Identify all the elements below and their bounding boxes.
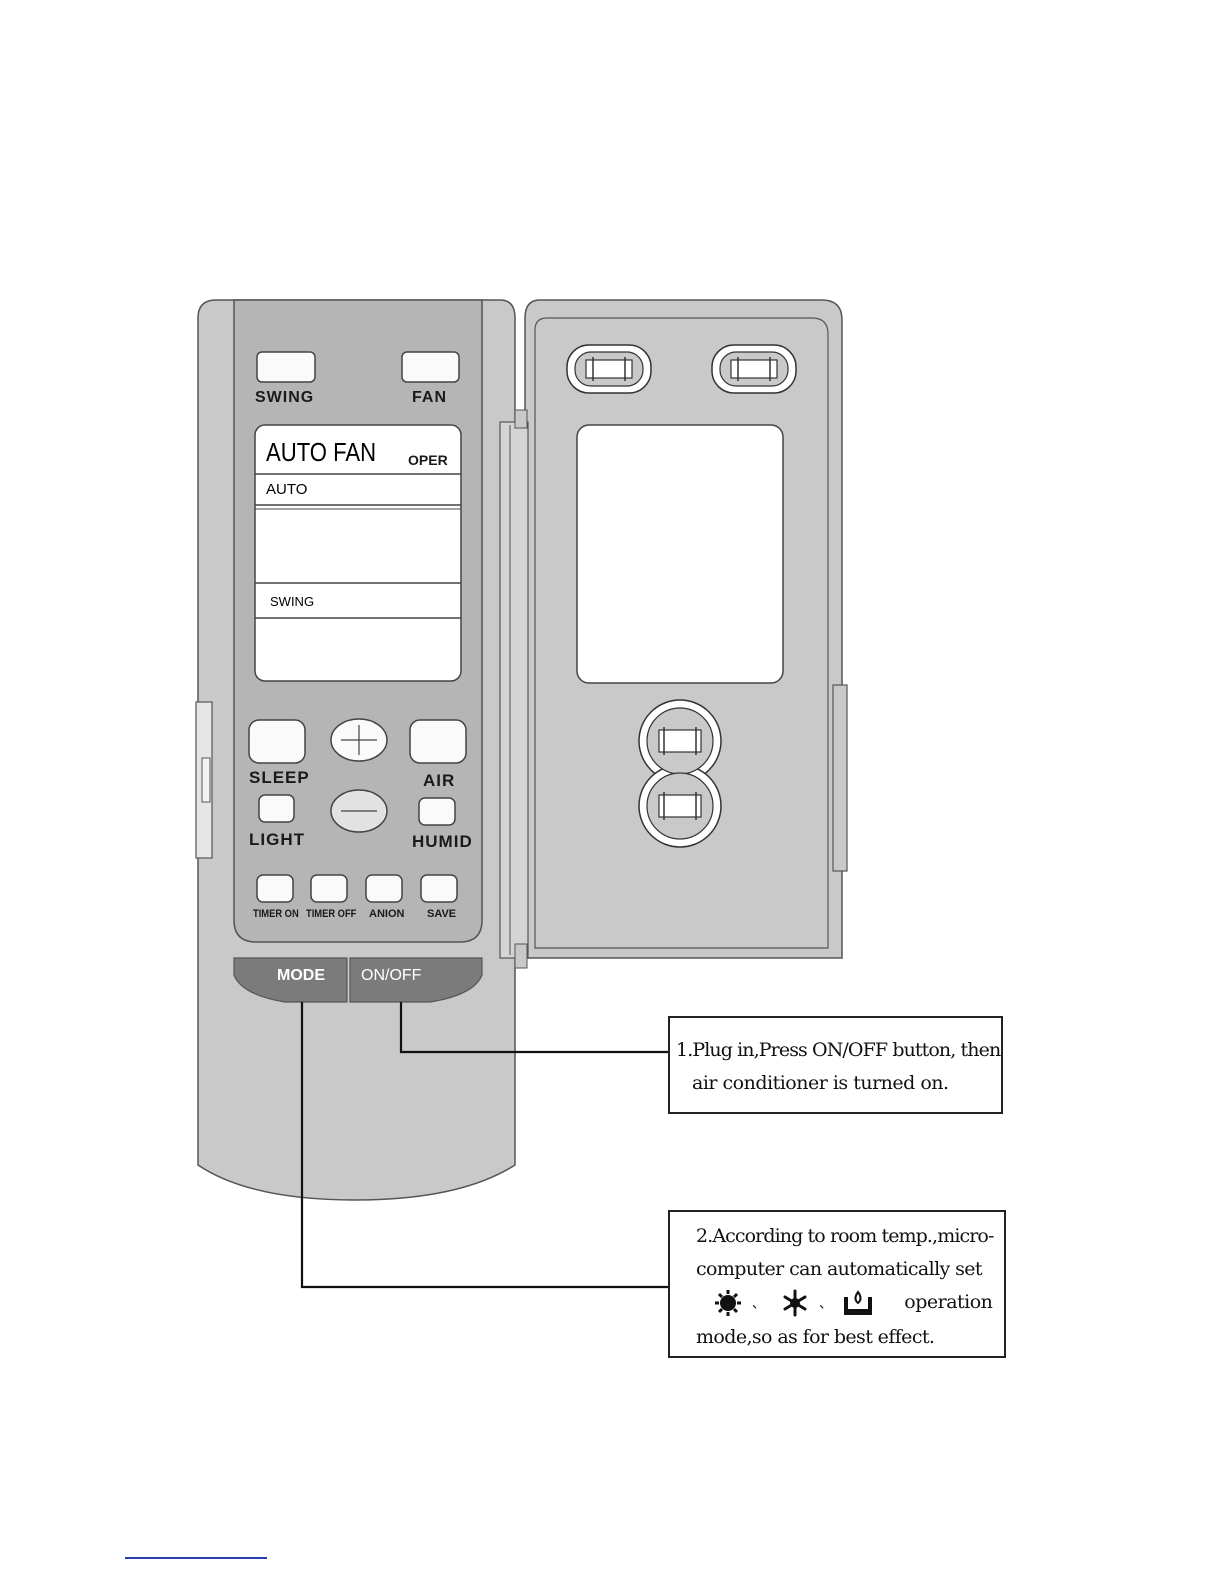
fan-label: FAN: [412, 389, 447, 407]
sun-heat-icon: [710, 1289, 746, 1317]
sep-2: 、: [819, 1297, 832, 1312]
timer-off-label: TIMER OFF: [306, 908, 365, 920]
air-button[interactable]: [410, 720, 466, 763]
callout-onoff-line1: 1.Plug in,Press ON/OFF button, then: [676, 1034, 1001, 1067]
callout-mode-line3: 、 、 operation: [696, 1286, 1004, 1321]
light-label: LIGHT: [249, 830, 305, 850]
callout-mode-line3-tail: operation: [904, 1291, 992, 1313]
callout-onoff: 1.Plug in,Press ON/OFF button, then air …: [668, 1016, 1003, 1114]
hinge: [500, 422, 528, 958]
lcd-oper-text: OPER: [408, 452, 448, 468]
humid-label: HUMID: [412, 832, 473, 852]
timer-on-text: TIMER ON: [253, 908, 299, 920]
sep-1: 、: [752, 1297, 765, 1312]
footer-rule: [125, 1557, 267, 1559]
timer-on-label: TIMER ON: [253, 908, 307, 920]
air-label: AIR: [423, 771, 455, 791]
callout-mode-line2: computer can automatically set: [696, 1253, 1004, 1286]
clip-right: [712, 345, 796, 393]
mode-label: MODE: [277, 967, 325, 985]
light-button[interactable]: [259, 795, 294, 822]
sleep-label: SLEEP: [249, 768, 310, 788]
lcd-mode-text: AUTO FAN: [266, 437, 376, 468]
dehumidify-icon: [840, 1289, 876, 1317]
swing-label: SWING: [255, 389, 314, 407]
anion-button[interactable]: [366, 875, 402, 902]
fan-button[interactable]: [402, 352, 459, 382]
lcd-swing-text: SWING: [270, 594, 314, 609]
humid-button[interactable]: [419, 798, 455, 825]
callout-mode-line1: 2.According to room temp.,micro-: [696, 1220, 1004, 1253]
timer-off-text: TIMER OFF: [306, 908, 356, 920]
save-label: SAVE: [427, 908, 456, 920]
cover-window: [577, 425, 783, 683]
sleep-button[interactable]: [249, 720, 305, 763]
swing-button[interactable]: [257, 352, 315, 382]
timer-on-button[interactable]: [257, 875, 293, 902]
anion-label: ANION: [369, 908, 404, 920]
clip-left: [567, 345, 651, 393]
snowflake-cool-icon: [777, 1289, 813, 1317]
timer-off-button[interactable]: [311, 875, 347, 902]
callout-mode: 2.According to room temp.,micro- compute…: [668, 1210, 1006, 1358]
callout-mode-line4: mode,so as for best effect.: [696, 1321, 1004, 1354]
lcd-auto-text: AUTO: [266, 481, 307, 498]
onoff-label: ON/OFF: [361, 967, 421, 985]
save-button[interactable]: [421, 875, 457, 902]
callout-onoff-line2: air conditioner is turned on.: [676, 1067, 1001, 1100]
